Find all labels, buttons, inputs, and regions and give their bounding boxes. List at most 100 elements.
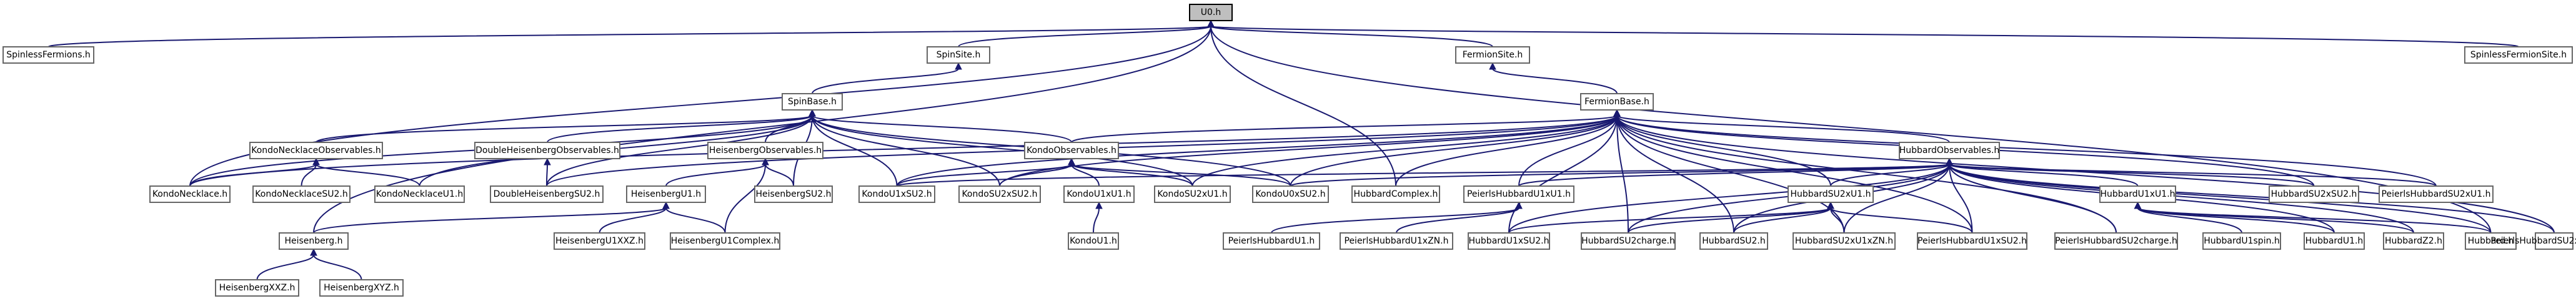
node-kondo-u0xsu2[interactable]: KondoU0xSU2.h [1252, 185, 1329, 203]
edge-kondo_observables-to-spin_base [808, 109, 1072, 143]
node-label: KondoObservables.h [1027, 146, 1116, 155]
node-label: KondoNecklaceObservables.h [251, 146, 380, 155]
node-double-heisenberg-observables[interactable]: DoubleHeisenbergObservables.h [474, 142, 620, 159]
node-peierls-hubbard-u1xsu2[interactable]: PeierlsHubbardU1xSU2.h [1917, 232, 2027, 250]
node-label: SpinSite.h [937, 50, 981, 60]
node-hubbard-su2charge[interactable]: HubbardSU2charge.h [1581, 232, 1676, 250]
node-kondo-necklace[interactable]: KondoNecklace.h [149, 185, 231, 203]
node-hubbard-su2xu1[interactable]: HubbardSU2xU1.h [1788, 185, 1874, 203]
node-label: HubbardZ2.h [2385, 236, 2442, 246]
node-peierls-hubbard-u1xu1[interactable]: PeierlsHubbardU1xU1.h [1463, 185, 1574, 203]
node-peierls-hubbard-u1[interactable]: PeierlsHubbardU1.h [1223, 232, 1320, 250]
node-label: FermionBase.h [1584, 97, 1649, 107]
node-hubbard-u1xu1[interactable]: HubbardU1xU1.h [2099, 185, 2176, 203]
node-kondo-necklace-u1[interactable]: KondoNecklaceU1.h [374, 185, 465, 203]
node-kondo-su2xu1[interactable]: KondoSU2xU1.h [1154, 185, 1231, 203]
node-label: PeierlsHubbardSU2charge.h [2055, 236, 2177, 246]
edge-double_heisenberg_su2-to-double_heisenberg_observables [544, 157, 551, 187]
node-hubbard-u1xsu2[interactable]: HubbardU1xSU2.h [1468, 232, 1550, 250]
node-label: Heisenberg.h [284, 236, 342, 246]
node-label: HubbardSU2.h [1702, 236, 1766, 246]
node-fermion-base[interactable]: FermionBase.h [1580, 93, 1654, 111]
node-label: HubbardSU2charge.h [1581, 236, 1675, 246]
node-label: FermionSite.h [1463, 50, 1523, 60]
node-label: DoubleHeisenbergObservables.h [475, 146, 619, 155]
node-label: HubbardComplex.h [1354, 189, 1438, 199]
node-label: KondoNecklace.h [152, 189, 227, 199]
node-kondo-u1xu1[interactable]: KondoU1xU1.h [1063, 185, 1135, 203]
node-heisenberg-u1[interactable]: HeisenbergU1.h [626, 185, 706, 203]
node-label: HeisenbergU1Complex.h [671, 236, 780, 246]
node-hubbard[interactable]: Hubbard.h [2465, 232, 2517, 250]
node-label: PeierlsHubbardU1xU1.h [1467, 189, 1571, 199]
edge-spin_site-to-u0 [958, 19, 1215, 47]
node-hubbard-su2xsu2[interactable]: HubbardSU2xSU2.h [2269, 185, 2359, 203]
node-peierls-hubbard-su2charge[interactable]: PeierlsHubbardSU2charge.h [2054, 232, 2178, 250]
node-kondo-observables[interactable]: KondoObservables.h [1024, 142, 1119, 159]
node-label: SpinBase.h [788, 97, 837, 107]
edge-heisenberg_u1xxz-to-heisenberg_u1 [599, 201, 670, 234]
node-heisenberg-u1complex[interactable]: HeisenbergU1Complex.h [670, 232, 780, 250]
node-spinless-fermions[interactable]: SpinlessFermions.h [2, 46, 94, 64]
node-hubbard-complex[interactable]: HubbardComplex.h [1351, 185, 1440, 203]
edge-hubbard_su2xu1-to-fermion_base [1613, 109, 1831, 187]
node-spin-site[interactable]: SpinSite.h [927, 46, 990, 64]
node-heisenberg-u1xxz[interactable]: HeisenbergU1XXZ.h [554, 232, 645, 250]
node-hubbard-su2[interactable]: HubbardSU2.h [1699, 232, 1768, 250]
node-spin-base[interactable]: SpinBase.h [782, 93, 843, 111]
node-peierls-hubbard-su2xu1[interactable]: PeierlsHubbardSU2xU1.h [2379, 185, 2494, 203]
node-hubbard-su2xu1xzn[interactable]: HubbardSU2xU1xZN.h [1793, 232, 1896, 250]
node-fermion-site[interactable]: FermionSite.h [1455, 46, 1530, 64]
node-label: HubbardU1xU1.h [2100, 189, 2175, 199]
node-label: PeierlsHubbardU1.h [1228, 236, 1315, 246]
edge-heisenberg_u1-to-heisenberg_observables [665, 157, 769, 187]
edge-spinless_fermions-to-u0 [47, 19, 1215, 47]
node-label: U0.h [1201, 7, 1221, 17]
node-u0[interactable]: U0.h [1189, 4, 1233, 21]
edge-heisenberg-to-heisenberg_u1 [313, 201, 670, 234]
edge-kondo_u1-to-kondo_u1xu1 [1093, 201, 1103, 234]
node-kondo-necklace-su2[interactable]: KondoNecklaceSU2.h [252, 185, 351, 203]
node-kondo-su2xsu2[interactable]: KondoSU2xSU2.h [958, 185, 1041, 203]
node-kondo-u1xsu2[interactable]: KondoU1xSU2.h [858, 185, 935, 203]
node-heisenberg-xyz[interactable]: HeisenbergXYZ.h [319, 279, 404, 297]
node-label: HeisenbergU1XXZ.h [555, 236, 644, 246]
edge-kondo_su2xsu2-to-kondo_observables [999, 157, 1075, 187]
node-heisenberg[interactable]: Heisenberg.h [279, 232, 349, 250]
node-hubbard-z2[interactable]: HubbardZ2.h [2383, 232, 2444, 250]
node-label: HubbardSU2xSU2.h [2271, 189, 2357, 199]
node-kondo-necklace-observables[interactable]: KondoNecklaceObservables.h [249, 142, 383, 159]
edge-fermion_base-to-fermion_site [1489, 62, 1618, 94]
edge-heisenberg_xxz-to-heisenberg [256, 248, 317, 280]
node-double-heisenberg-su2[interactable]: DoubleHeisenbergSU2.h [490, 185, 604, 203]
node-kondo-u1[interactable]: KondoU1.h [1068, 232, 1119, 250]
node-hubbard-u1spin[interactable]: HubbardU1spin.h [2202, 232, 2281, 250]
edge-hubbard_complex-to-u0 [1207, 19, 1396, 187]
edge-kondo_su2xu1-to-spin_base [808, 109, 1193, 187]
edge-spin_base-to-spin_site [812, 62, 962, 94]
edge-heisenberg_u1complex-to-heisenberg_u1 [662, 201, 726, 234]
node-label: HubbardU1xSU2.h [1469, 236, 1549, 246]
node-hubbard-observables[interactable]: HubbardObservables.h [1899, 142, 2000, 159]
node-heisenberg-su2[interactable]: HeisenbergSU2.h [754, 185, 833, 203]
edge-heisenberg_xyz-to-heisenberg [310, 248, 362, 280]
node-peierls-hubbard-u1xzn[interactable]: PeierlsHubbardU1xZN.h [1340, 232, 1453, 250]
node-hubbard-u1[interactable]: HubbardU1.h [2304, 232, 2365, 250]
node-label: HubbardU1.h [2305, 236, 2364, 246]
edge-kondo_su2xsu2-to-spin_base [808, 109, 1000, 187]
node-label: PeierlsHubbardSU2xU1.h [2382, 189, 2491, 199]
edge-hubbard_su2charge-to-hubbard_su2xu1 [1628, 201, 1834, 234]
node-heisenberg-xxz[interactable]: HeisenbergXXZ.h [215, 279, 299, 297]
node-label: DoubleHeisenbergSU2.h [494, 189, 600, 199]
edge-kondo_necklace_u1-to-kondo_necklace_observables [312, 157, 420, 187]
edge-peierls_hubbard_su2xu1-to-fermion_base [1613, 109, 2437, 187]
node-heisenberg-observables[interactable]: HeisenbergObservables.h [707, 142, 823, 159]
edge-fermion_site-to-u0 [1207, 19, 1493, 47]
node-label: PeierlsHubbardU1xZN.h [1345, 236, 1449, 246]
node-label: HubbardU1spin.h [2204, 236, 2280, 246]
node-spinless-fermion-site[interactable]: SpinlessFermionSite.h [2464, 46, 2573, 64]
edge-peierls_hubbard_u1xzn-to-peierls_hubbard_u1xu1 [1396, 201, 1523, 234]
node-peierls-hubbard-su2xu1xzn[interactable]: PeierlsHubbardSU2xU1xZN.h [2490, 232, 2576, 250]
node-label: SpinlessFermions.h [6, 50, 91, 60]
